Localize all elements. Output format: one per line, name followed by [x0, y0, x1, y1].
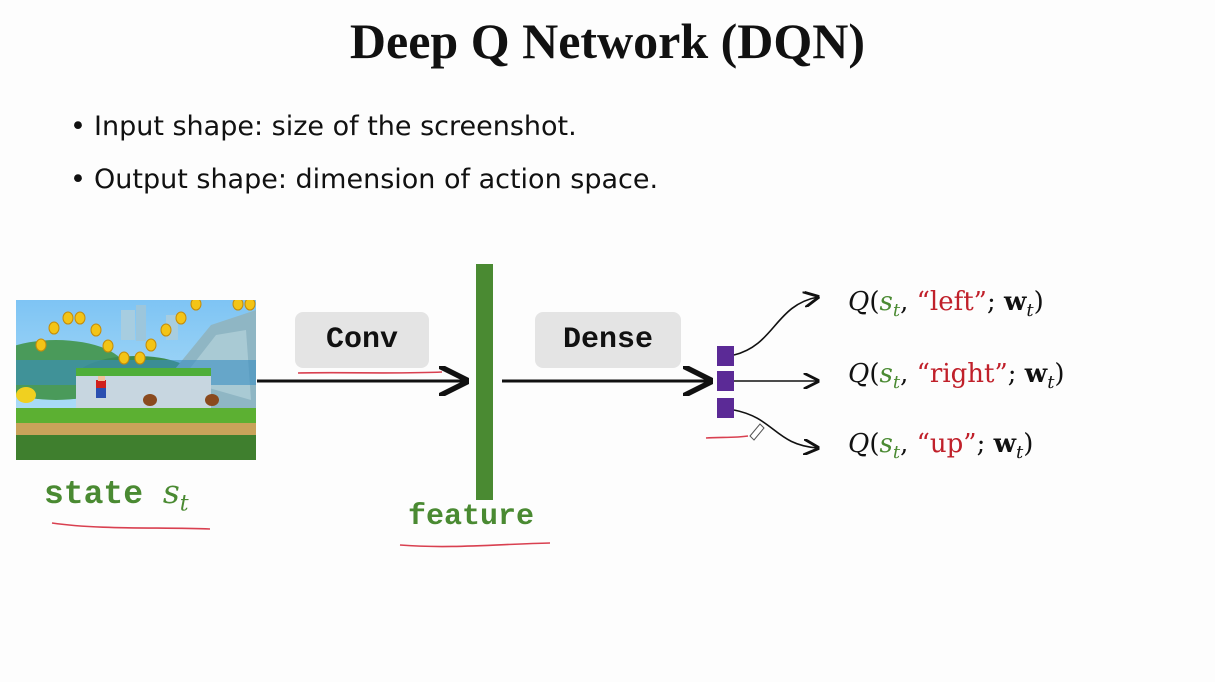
state-text: state — [44, 476, 144, 513]
output-unit-left — [717, 346, 734, 366]
arrow-to-left-output — [733, 297, 818, 356]
bullet-output-shape: •Output shape: dimension of action space… — [70, 164, 659, 195]
state-variable: st — [162, 472, 189, 517]
feature-label: feature — [408, 500, 535, 534]
game-scene — [16, 300, 256, 460]
bullet-text: Output shape: dimension of action space. — [94, 164, 659, 195]
game-screenshot-image — [16, 300, 256, 460]
hand-drawn-underlines — [51, 362, 749, 548]
dense-label: Dense — [562, 323, 653, 357]
q-value-right: Q(st, “right”; wt) — [848, 359, 1065, 394]
bullet-input-shape: •Input shape: size of the screenshot. — [70, 111, 577, 142]
bullet-list: •Input shape: size of the screenshot. •O… — [70, 105, 658, 211]
output-unit-right — [717, 371, 734, 391]
conv-label: Conv — [325, 323, 398, 357]
slide-title: Deep Q Network (DQN) — [349, 13, 866, 69]
dense-layer-box: Dense — [535, 312, 681, 368]
state-label: state st — [44, 472, 189, 517]
conv-layer-box: Conv — [295, 312, 429, 368]
pencil-cursor-icon — [749, 423, 765, 441]
bullet-text: Input shape: size of the screenshot. — [94, 111, 577, 142]
arrow-to-up-output — [733, 409, 818, 448]
q-value-up: Q(st, “up”; wt) — [848, 429, 1034, 464]
q-value-left: Q(st, “left”; wt) — [848, 287, 1044, 322]
output-unit-up — [717, 398, 734, 418]
feature-vector-bar — [476, 264, 493, 500]
